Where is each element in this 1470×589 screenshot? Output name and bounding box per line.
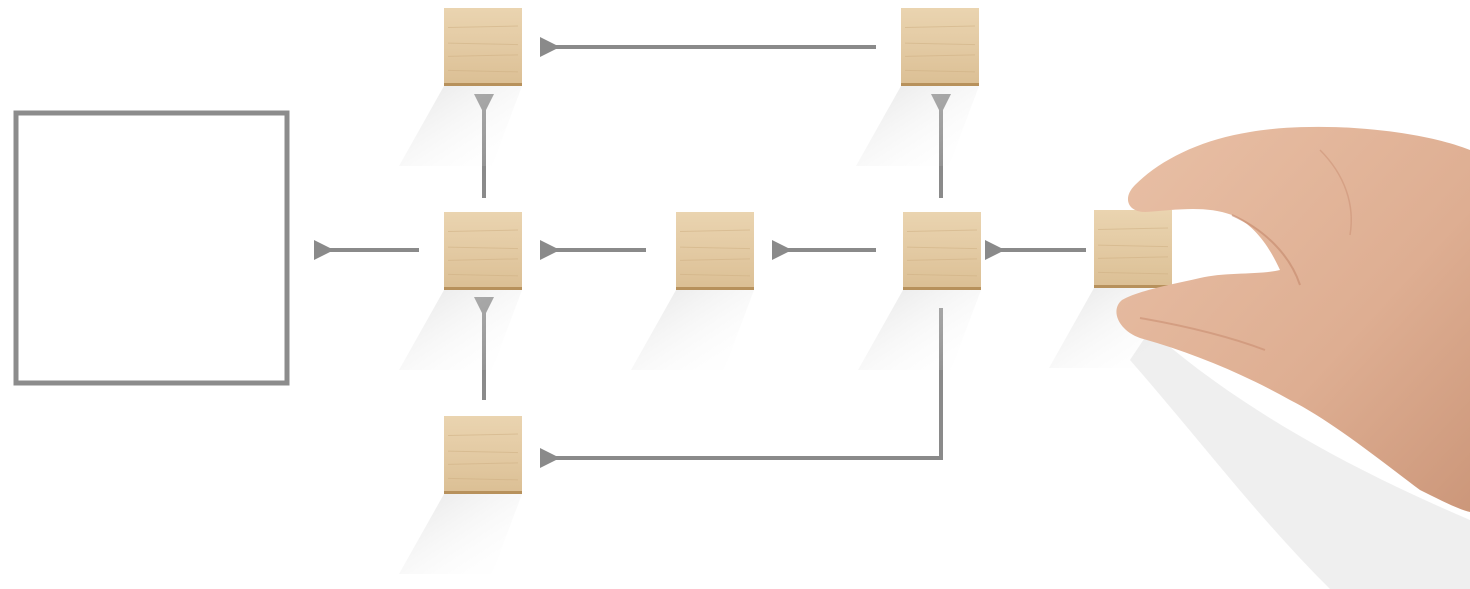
wood-grain-line <box>447 42 519 46</box>
block-mid-center <box>631 212 754 370</box>
wood-grain-line <box>447 477 519 481</box>
wood-grain-line <box>906 273 978 277</box>
wood-grain-line <box>1097 256 1169 259</box>
hand-shadow <box>1130 330 1470 589</box>
block-bottom-edge <box>444 491 522 494</box>
wood-grain-line <box>1097 244 1169 248</box>
hand-thumb-crease <box>1139 317 1266 351</box>
block-face <box>676 212 754 290</box>
wood-grain-line <box>447 450 519 454</box>
wood-grain-line <box>904 54 976 57</box>
wood-grain-line <box>447 462 519 465</box>
blocks <box>399 8 1172 574</box>
block-shadow <box>858 290 981 370</box>
block-bottom-edge <box>676 287 754 290</box>
block-face <box>444 212 522 290</box>
block-shadow <box>399 290 522 370</box>
block-bottom-edge <box>444 83 522 86</box>
block-bottom-edge <box>903 287 981 290</box>
wood-grain-line <box>679 258 751 261</box>
wood-grain-line <box>447 273 519 277</box>
block-bottom-left <box>399 416 522 574</box>
block-mid-right <box>858 212 981 370</box>
wood-grain-line <box>904 69 976 73</box>
hand-palm <box>1116 126 1470 512</box>
block-face <box>901 8 979 86</box>
wood-grain-line <box>679 229 751 232</box>
block-shadow <box>856 86 979 166</box>
block-face <box>903 212 981 290</box>
block-face <box>444 416 522 494</box>
block-shadow <box>399 494 522 574</box>
wood-grain-line <box>447 25 519 28</box>
block-bottom-edge <box>901 83 979 86</box>
wood-grain-line <box>906 229 978 232</box>
wood-grain-line <box>679 246 751 250</box>
block-bottom-edge <box>444 287 522 290</box>
wood-grain-line <box>904 25 976 28</box>
wood-grain-line <box>1097 271 1169 275</box>
block-bottom-edge <box>1094 285 1172 288</box>
block-face <box>1094 210 1172 288</box>
empty-target-frame <box>13 110 290 386</box>
wood-grain-line <box>447 246 519 250</box>
block-top-left <box>399 8 522 166</box>
wood-grain-line <box>447 54 519 57</box>
hand-finger-crease <box>1231 214 1301 286</box>
block-face <box>444 8 522 86</box>
block-shadow <box>631 290 754 370</box>
wood-grain-line <box>906 258 978 261</box>
block-top-right <box>856 8 979 166</box>
wood-grain-line <box>904 42 976 46</box>
block-shadow <box>399 86 522 166</box>
hand-knuckle-crease <box>1319 149 1352 236</box>
wood-grain-line <box>1097 227 1169 230</box>
wood-grain-line <box>906 246 978 250</box>
wood-grain-line <box>447 229 519 232</box>
wood-grain-line <box>679 273 751 277</box>
wood-grain-line <box>447 433 519 436</box>
hand-illustration <box>1116 126 1470 589</box>
wood-grain-line <box>447 258 519 261</box>
block-mid-left <box>399 212 522 370</box>
wood-grain-line <box>447 69 519 73</box>
